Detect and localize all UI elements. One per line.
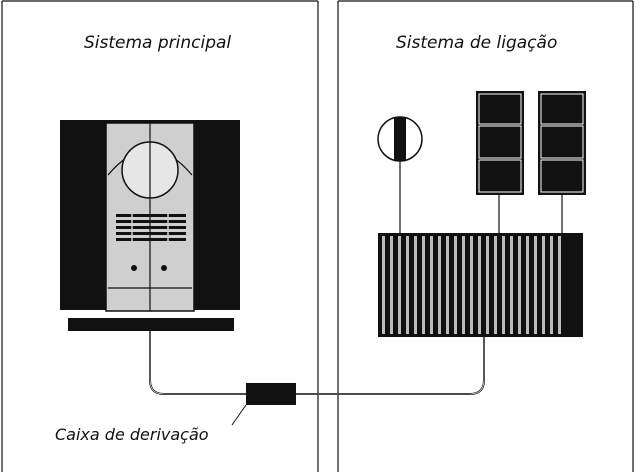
amplifier-stripe: [534, 236, 537, 334]
amplifier-stripe: [446, 236, 449, 334]
amplifier-stripe: [462, 236, 465, 334]
amplifier-stripe: [478, 236, 481, 334]
amplifier-stripe: [422, 236, 425, 334]
amplifier-stripe: [494, 236, 497, 334]
amplifier-stripe: [542, 236, 545, 334]
link-system-title: Sistema de ligação: [396, 33, 558, 53]
junction-box-label: Caixa de derivação: [55, 425, 209, 444]
junction-box-icon: [231, 383, 296, 426]
amplifier-stripe: [470, 236, 473, 334]
amplifier-stripe: [390, 236, 393, 334]
amplifier-stripe: [550, 236, 553, 334]
tall-speaker-icon: [476, 91, 524, 233]
main-system-title: Sistema principal: [84, 33, 232, 53]
tall-speaker-icon: [538, 91, 586, 233]
round-speaker-icon: [377, 116, 423, 233]
amplifier-stripe: [510, 236, 513, 334]
main-music-system-icon: [60, 120, 240, 331]
amplifier-stripe: [558, 236, 561, 334]
striped-amplifier-icon: [378, 233, 583, 337]
amplifier-stripe: [526, 236, 529, 334]
amplifier-stripe: [502, 236, 505, 334]
main-unit-grille: [116, 214, 186, 241]
connection-cable-highlight: [149, 331, 485, 395]
amplifier-stripe: [486, 236, 489, 334]
amplifier-stripe: [398, 236, 401, 334]
amplifier-stripe: [430, 236, 433, 334]
amplifier-stripe: [518, 236, 521, 334]
amplifier-stripe: [438, 236, 441, 334]
amplifier-stripe: [454, 236, 457, 334]
amplifier-stripe: [414, 236, 417, 334]
amplifier-stripe: [406, 236, 409, 334]
amplifier-stripe: [382, 236, 385, 334]
connection-cable: [149, 331, 485, 395]
